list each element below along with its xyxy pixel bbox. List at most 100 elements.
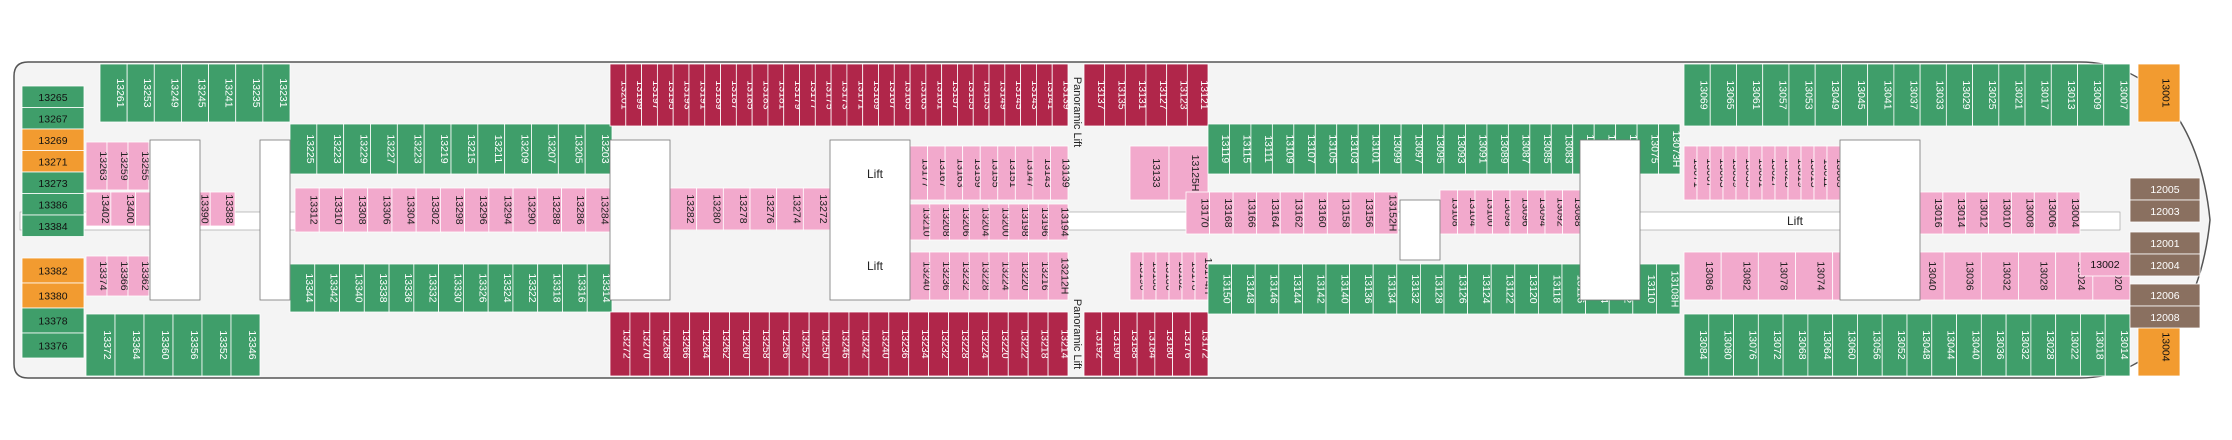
cabin-p-pink-bot[interactable]: 13158 [1326,191,1352,235]
cabin-m-lower-pink-b[interactable]: 13206 [949,203,972,241]
cabin-a-top-green[interactable]: 13229 [343,123,371,175]
cabin-m-bot-red[interactable]: 13268 [649,311,672,377]
cabin-aft-upper-pink[interactable]: 13263 [85,141,109,191]
cabin-f-top-green[interactable]: 13085 [1529,123,1553,175]
cabin-b-pink-bot[interactable]: 13008 [2011,191,2035,235]
cabin-f-top-green[interactable]: 13107 [1293,123,1317,175]
cabin-f-top-green[interactable]: 13103 [1336,123,1360,175]
cabin-m-top-red[interactable]: 13139 [1051,63,1073,127]
cabin-b-pink-low[interactable]: 13074 [1795,251,1834,301]
cabin-m-lower-pink-a[interactable]: 13278 [722,187,751,231]
cabin-b-bot-green[interactable]: 13068 [1782,313,1809,377]
cabin-aft-upper-pink[interactable]: 13255 [127,141,151,191]
cabin-m-bot-red[interactable]: 13258 [748,311,772,377]
cabin-suite[interactable]: 12001 [2129,231,2201,255]
cabin-m-bot-red[interactable]: 13272 [609,311,632,377]
cabin-b-bot-green[interactable]: 13018 [2080,313,2106,377]
cabin-aft-bot-green[interactable]: 13360 [143,313,174,377]
cabin-a-bot-green[interactable]: 13326 [462,263,489,313]
cabin-b-top-green[interactable]: 13061 [1736,63,1764,127]
cabin-a-bot-green[interactable]: 13336 [388,263,415,313]
cabin-a-top-pink[interactable]: 13288 [536,187,562,233]
cabin-a-bot-green[interactable]: 13322 [512,263,539,313]
cabin-b-top-green[interactable]: 13045 [1841,63,1869,127]
cabin-m-bot-red[interactable]: 13240 [868,311,891,377]
cabin-aft-bot-orange[interactable]: 13378 [21,307,85,334]
cabin-a-top-green[interactable]: 13203 [584,123,613,175]
cabin-b-bot-green[interactable]: 13044 [1931,313,1957,377]
cabin-b-bot-green[interactable]: 13036 [1980,313,2007,377]
cabin-aft-bot-green[interactable]: 13352 [201,313,232,377]
cabin-f-bot-green[interactable]: 13128 [1420,263,1445,315]
cabin-m-upper-pink[interactable]: 13139 [1050,145,1072,201]
cabin-f-top-green[interactable]: 13097 [1400,123,1424,175]
cabin-b-bot-green[interactable]: 13052 [1881,313,1908,377]
cabin-b-top-green[interactable]: 13033 [1919,63,1947,127]
cabin-b-top-green[interactable]: 13065 [1709,63,1737,127]
cabin-f-top-green[interactable]: 13091 [1465,123,1489,175]
cabin-a-bot-green[interactable]: 13332 [413,263,440,313]
cabin-m-lower-pink-a[interactable]: 13272 [802,187,831,231]
cabin-b-bot-green[interactable]: 13048 [1906,313,1933,377]
cabin-a-bot-green[interactable]: 13318 [537,263,563,313]
cabin-m-bot-red[interactable]: 13232 [928,311,951,377]
cabin-aft-top-orange[interactable]: 13267 [21,107,85,130]
cabin-m-bot-pink[interactable]: 13240 [909,251,932,301]
cabin-b-top-green[interactable]: 13041 [1867,63,1895,127]
cabin-a-bot-green[interactable]: 13316 [562,263,588,313]
cabin-b-bot-green[interactable]: 13032 [2005,313,2032,377]
cabin-a-bot-green[interactable]: 13330 [438,263,464,313]
cabin-a-top-pink[interactable]: 13308 [343,187,369,233]
cabin-a-bot-green[interactable]: 13338 [363,263,390,313]
cabin-m-bot-red[interactable]: 13266 [669,311,692,377]
cabin-p-pink-bot[interactable]: 13168 [1209,191,1234,235]
cabin-a-top-pink[interactable]: 13310 [318,187,344,233]
cabin-b-bot-green[interactable]: 13072 [1757,313,1784,377]
cabin-aft-top-orange[interactable]: 13384 [21,214,85,237]
cabin-aft-top-green[interactable]: 13241 [208,63,237,123]
cabin-m-bot-red[interactable]: 13236 [888,311,911,377]
cabin-aft-mid-pink-bot[interactable]: 13362 [127,255,151,297]
cabin-suite[interactable]: 12008 [2129,305,2201,329]
cabin-f-bot-green[interactable]: 13118 [1538,263,1563,315]
cabin-f-top-green[interactable]: 13087 [1507,123,1532,175]
cabin-aft-top-green[interactable]: 13245 [181,63,209,123]
cabin-m-bot-red[interactable]: 13234 [908,311,931,377]
cabin-aft-mid-pink-top[interactable]: 13388 [209,191,236,227]
cabin-p-pink-bot[interactable]: 13164 [1256,191,1281,235]
cabin-b-bot-green[interactable]: 13084 [1683,313,1710,377]
cabin-b-bot-green[interactable]: 13040 [1956,313,1982,377]
cabin-m-bot-pink[interactable]: 13236 [929,251,952,301]
cabin-b-pink-bot[interactable]: 13010 [1988,191,2013,235]
cabin-b-top-green[interactable]: 13017 [2024,63,2052,127]
cabin-a-top-green[interactable]: 13219 [423,123,452,175]
cabin-m-bot-red[interactable]: 13228 [948,311,971,377]
cabin-m-lower-pink-b[interactable]: 13208 [929,203,952,241]
cabin-a-bot-green[interactable]: 13324 [487,263,514,313]
cabin-aft-bot-orange[interactable]: 13376 [21,332,85,359]
cabin-bow-top[interactable]: 13001 [2137,63,2181,123]
cabin-f-top-green[interactable]: 13083 [1550,123,1575,175]
cabin-m-bot-red[interactable]: 13256 [768,311,792,377]
cabin-m-bot-red[interactable]: 13242 [848,311,871,377]
cabin-a-top-green[interactable]: 13223 [316,123,345,175]
cabin-p-top-red[interactable]: 13135 [1104,63,1128,127]
cabin-aft-top-green[interactable]: 13235 [235,63,264,123]
cabin-f-top-green[interactable]: 13119 [1207,123,1231,175]
cabin-b-top-green[interactable]: 13009 [2077,63,2105,127]
cabin-p-top-red[interactable]: 13131 [1124,63,1148,127]
cabin-f-bot-green[interactable]: 13140 [1325,263,1350,315]
cabin-f-bot-green[interactable]: 13148 [1231,263,1256,315]
cabin-a-top-green[interactable]: 13225 [289,123,318,175]
cabin-b-bot-green[interactable]: 13014 [2104,313,2131,377]
cabin-b-pink-low[interactable]: 13082 [1720,251,1759,301]
cabin-b-top-green[interactable]: 13021 [1998,63,2026,127]
cabin-p-pink-bot[interactable]: 13162 [1279,191,1305,235]
cabin-m-lower-pink-a[interactable]: 13274 [776,187,804,231]
cabin-b-pink-low[interactable]: 13036 [1943,251,1982,301]
cabin-b-bot-green[interactable]: 13022 [2055,313,2081,377]
cabin-b-pink-low[interactable]: 13078 [1757,251,1796,301]
cabin-b-top-green[interactable]: 13037 [1893,63,1921,127]
cabin-p-top-red[interactable]: 13123 [1166,63,1190,127]
cabin-m-bot-pink[interactable]: 13232 [949,251,972,301]
